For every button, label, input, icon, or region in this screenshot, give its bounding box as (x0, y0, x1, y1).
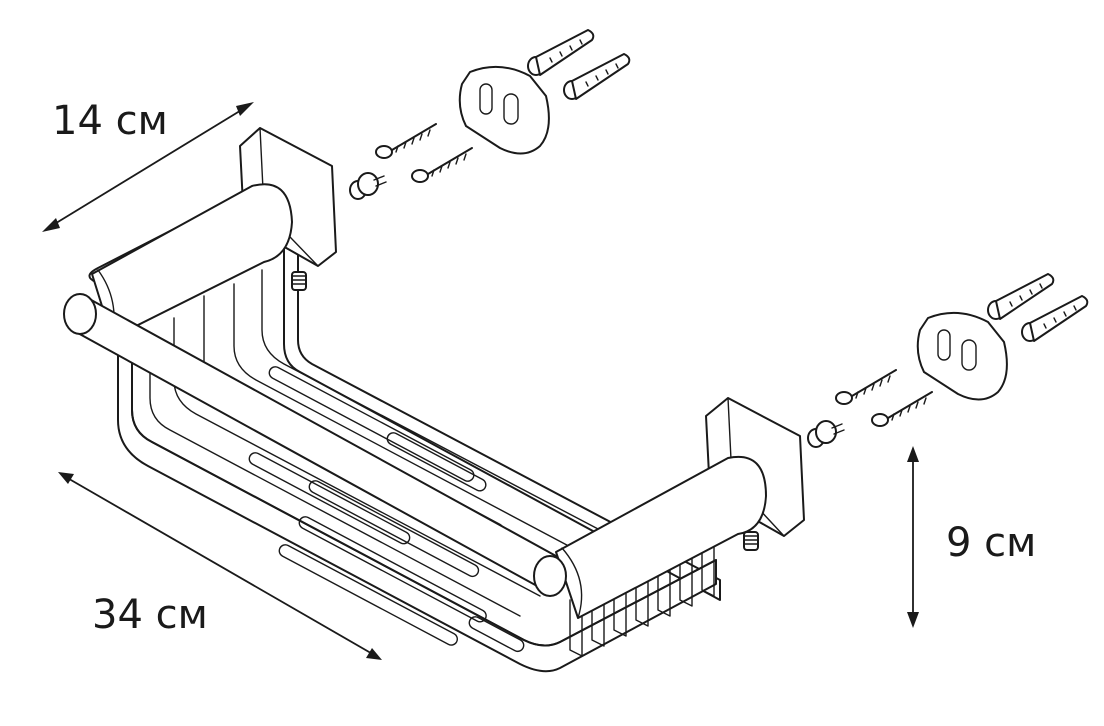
length-arrow-head-start (58, 472, 74, 484)
front-bar (679, 539, 693, 607)
rail-bar-left-cap (63, 293, 97, 335)
left-set-screw-thread (291, 275, 307, 285)
left-hardware (349, 29, 631, 200)
left-screw-top (375, 123, 437, 159)
right-hardware (807, 273, 1089, 448)
height-dimension: 9 см (907, 446, 1036, 628)
right-screw-top (835, 369, 897, 405)
basket-inner-loop-1 (149, 347, 521, 617)
floor-slot (278, 544, 458, 646)
right-dowel-bottom (1021, 295, 1089, 342)
front-bar (635, 563, 649, 627)
right-dowel-top (987, 273, 1055, 320)
floor-slot (468, 616, 525, 653)
floor-slot (298, 516, 487, 623)
rail-bar-right-cap (533, 555, 567, 597)
left-holder-arm (91, 183, 293, 339)
height-arrow-head-top (907, 446, 919, 462)
right-mount-ring-slot (961, 339, 977, 371)
left-dowel-top (527, 29, 595, 76)
left-bracket (91, 127, 337, 339)
floor-slot (268, 366, 475, 482)
floor-slot (248, 452, 411, 545)
front-bar (591, 587, 605, 647)
basket-inner-loop-5 (261, 269, 601, 531)
front-bar (569, 599, 583, 657)
front-bar (613, 575, 627, 637)
left-mount-ring-slot (479, 83, 493, 115)
depth-arrow-head-end (236, 102, 254, 116)
basket-inner-loop-4 (233, 283, 581, 553)
left-washer-bolt (349, 172, 387, 200)
height-label: 9 см (946, 520, 1036, 566)
right-washer-bolt (807, 420, 845, 448)
length-label: 34 см (92, 592, 208, 638)
front-bar (701, 527, 715, 597)
basket-floor-edge (131, 335, 717, 647)
right-mount-ring-slot (937, 329, 951, 361)
rail-bar (63, 293, 567, 597)
left-screw-bottom (411, 147, 473, 183)
right-holder-arm-curve (561, 547, 583, 619)
left-mount-ring-slot (503, 93, 519, 125)
length-arrow-line (63, 475, 377, 657)
depth-label: 14 см (52, 98, 168, 144)
right-screw-bottom (871, 391, 933, 427)
height-arrow-head-bottom (907, 612, 919, 628)
depth-dimension: 14 см (42, 98, 254, 232)
left-dowel-bottom (563, 53, 631, 100)
right-set-screw-thread (743, 535, 759, 545)
depth-arrow-line (47, 105, 249, 229)
front-bars (569, 527, 715, 657)
floor-slot (308, 480, 480, 578)
length-arrow-head-end (366, 648, 382, 660)
length-dimension: 34 см (58, 472, 382, 660)
depth-arrow-head-start (42, 218, 60, 232)
left-set-screw (291, 271, 307, 291)
right-bracket (555, 397, 805, 619)
right-set-screw (743, 531, 759, 551)
front-bar (657, 551, 671, 617)
floor-slot (386, 432, 487, 492)
